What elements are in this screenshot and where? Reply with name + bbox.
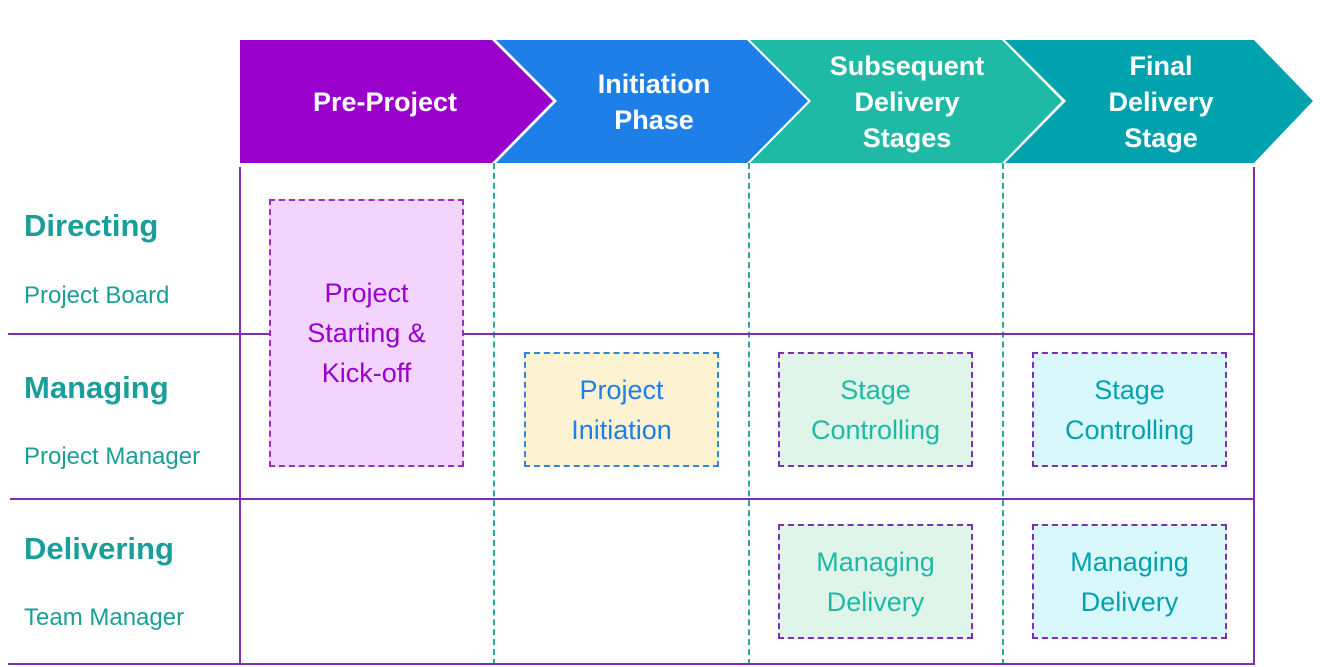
row-subtitle-team-manager: Team Manager	[24, 604, 185, 631]
phase-arrow-pre-project	[240, 40, 553, 163]
box-stage-controlling-subsequent: Stage Controlling	[778, 352, 973, 467]
phase-label-initiation: Initiation Phase	[597, 68, 711, 135]
grid-left-border	[239, 167, 241, 665]
phase-label-subsequent-delivery: Subsequent Delivery Stages	[829, 50, 985, 153]
box-project-initiation: Project Initiation	[524, 352, 719, 467]
phase-arrow-subsequent-delivery	[750, 40, 1062, 163]
row-title-directing: Directing	[24, 208, 159, 243]
box-managing-delivery-final: Managing Delivery	[1032, 524, 1227, 639]
grid-divider-1	[493, 163, 495, 665]
phase-header	[240, 40, 1313, 163]
row-separator-2	[10, 498, 1254, 500]
row-subtitle-project-manager: Project Manager	[24, 443, 201, 470]
phase-arrow-final-delivery	[1005, 40, 1313, 163]
phase-label-final-delivery: Final Delivery Stage	[1108, 50, 1214, 153]
grid-right-border	[1253, 167, 1255, 665]
row-separator-bottom	[8, 663, 1254, 665]
phase-arrow-initiation	[496, 40, 808, 163]
row-title-managing: Managing	[24, 370, 169, 405]
grid-divider-3	[1002, 163, 1004, 665]
box-managing-delivery-subsequent: Managing Delivery	[778, 524, 973, 639]
row-separator-1	[8, 333, 1254, 335]
row-subtitle-project-board: Project Board	[24, 282, 170, 309]
row-title-delivering: Delivering	[24, 531, 174, 566]
phase-label-pre-project: Pre-Project	[312, 86, 458, 117]
box-stage-controlling-final: Stage Controlling	[1032, 352, 1227, 467]
box-project-starting-kickoff: Project Starting & Kick-off	[269, 199, 464, 467]
grid-divider-2	[748, 163, 750, 665]
